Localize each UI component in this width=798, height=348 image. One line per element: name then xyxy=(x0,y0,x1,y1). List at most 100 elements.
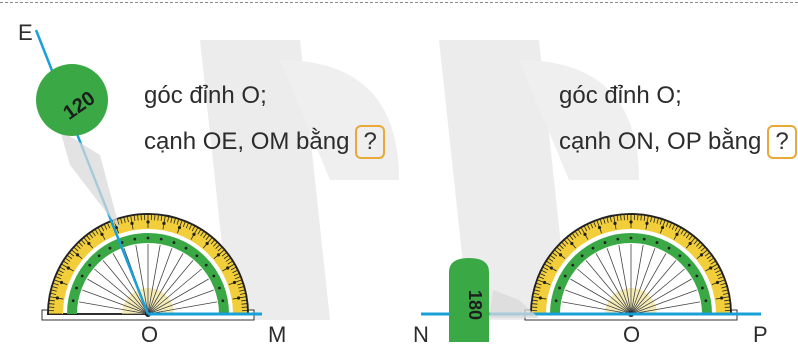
point-E-label: E xyxy=(18,20,33,45)
protractor-tick xyxy=(94,228,99,235)
protractor-mark xyxy=(71,299,75,303)
right-line1: góc đỉnh O; xyxy=(559,82,682,109)
protractor-tick xyxy=(170,216,173,223)
protractor-tick xyxy=(235,276,241,280)
protractor-tick xyxy=(64,257,71,262)
protractor-mark xyxy=(583,232,587,236)
watermark-shape xyxy=(280,60,399,180)
protractor-tick xyxy=(531,303,538,305)
protractor-radial-line xyxy=(147,278,209,315)
protractor-mark xyxy=(715,280,720,285)
answer-box-left[interactable]: ? xyxy=(355,125,385,159)
protractor-mark xyxy=(226,266,230,270)
protractor-mark xyxy=(597,225,602,230)
protractor-tick xyxy=(55,276,61,280)
magnifier-value: 180 xyxy=(465,290,485,320)
protractor-mark xyxy=(542,280,547,285)
protractor-tick xyxy=(538,276,544,280)
protractor-mark xyxy=(75,253,80,257)
protractor-tick xyxy=(556,246,562,252)
protractor-tick xyxy=(106,222,111,229)
protractor-radial-line xyxy=(606,248,632,315)
protractor-radial-line xyxy=(630,244,644,315)
protractor-tick xyxy=(704,252,711,257)
protractor-tick xyxy=(227,260,234,265)
protractor-tick xyxy=(123,216,126,223)
top-dashed-divider xyxy=(0,2,798,3)
protractor-radial-line xyxy=(78,301,149,315)
protractor-mark xyxy=(172,241,176,244)
protractor-tick xyxy=(176,218,180,225)
protractor-tick xyxy=(616,214,619,221)
protractor-radial-line xyxy=(561,301,632,315)
watermark-shape xyxy=(519,60,639,180)
protractor-tick xyxy=(160,214,163,221)
protractor-mark xyxy=(571,263,575,267)
protractor-tick xyxy=(48,299,55,302)
protractor-tick xyxy=(223,254,230,260)
protractor-tick xyxy=(724,299,731,302)
protractor-mark xyxy=(66,266,70,270)
answer-box-right[interactable]: ? xyxy=(767,125,797,159)
protractor-tick xyxy=(533,292,540,295)
protractor-tick xyxy=(643,214,646,221)
watermark-shape xyxy=(439,40,569,320)
protractor-tick xyxy=(100,225,105,232)
protractor-tick xyxy=(68,252,75,257)
protractor-tick xyxy=(571,232,577,239)
protractor-tick xyxy=(59,266,66,271)
protractor-radial-line xyxy=(630,289,697,315)
protractor-radial-line xyxy=(147,301,218,315)
protractor-tick xyxy=(606,216,609,223)
protractor-mark xyxy=(629,220,633,224)
protractor-mark xyxy=(688,241,692,246)
protractor-mark xyxy=(159,237,163,241)
protractor-tick xyxy=(665,221,669,227)
protractor-tick xyxy=(80,239,86,245)
left-line2: cạnh OE, OM bằng xyxy=(144,128,350,155)
protractor-tick xyxy=(188,223,193,230)
protractor-mark xyxy=(591,246,595,250)
protractor-mark xyxy=(687,263,691,267)
protractor-mark xyxy=(645,221,649,225)
protractor-tick xyxy=(239,292,246,295)
protractor-tick xyxy=(56,272,63,277)
protractor-tick xyxy=(653,216,656,223)
protractor-radial-line xyxy=(147,268,202,315)
protractor-radial-line xyxy=(630,253,667,315)
protractor-tick xyxy=(721,286,728,289)
protractor-mark xyxy=(114,225,119,230)
protractor-tick xyxy=(531,299,538,302)
protractor-tick xyxy=(126,216,129,223)
protractor-mark xyxy=(675,232,679,236)
protractor-radial-line xyxy=(565,289,632,315)
protractor-radial-line xyxy=(102,260,149,315)
protractor-mark xyxy=(133,237,137,241)
protractor-mark xyxy=(704,299,708,303)
figure-right-drawing: 180 xyxy=(421,40,761,342)
protractor-mark xyxy=(192,232,196,236)
protractor-mark xyxy=(184,246,188,250)
magnifier-left xyxy=(36,64,108,136)
protractor-radial-line xyxy=(630,278,692,315)
right-line2-wrap: cạnh ON, OP bằng? xyxy=(559,125,797,159)
point-M-label: M xyxy=(268,322,287,347)
protractor-tick xyxy=(534,286,541,289)
watermark-shape xyxy=(200,40,330,320)
protractor-tick xyxy=(549,254,556,260)
protractor-tick xyxy=(200,230,205,237)
protractor-tick xyxy=(48,303,55,305)
protractor-tick xyxy=(688,234,693,241)
protractor-tick xyxy=(569,234,574,241)
protractor-tick xyxy=(137,214,139,221)
protractor-mark xyxy=(580,254,584,258)
protractor-mark xyxy=(603,241,607,244)
protractor-tick xyxy=(659,218,663,225)
protractor-mark xyxy=(695,274,699,278)
point-P-label: P xyxy=(753,322,768,347)
protractor-tick xyxy=(73,246,79,252)
protractor-tick xyxy=(715,269,722,274)
protractor-tick xyxy=(540,269,547,274)
protractor-radial-line xyxy=(135,244,149,315)
point-N-label: N xyxy=(413,322,429,347)
